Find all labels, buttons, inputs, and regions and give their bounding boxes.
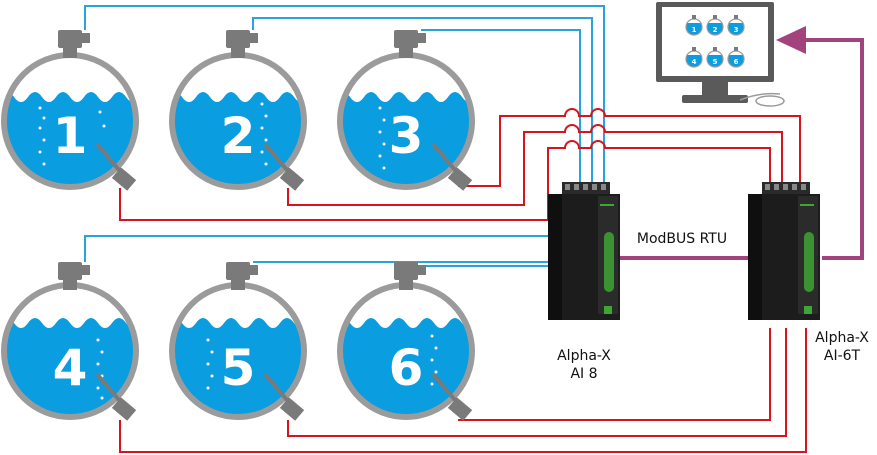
temperature-probe-icon xyxy=(431,372,473,421)
svg-text:5: 5 xyxy=(713,58,718,66)
tank-1[interactable]: 1 xyxy=(0,30,140,240)
bubbles xyxy=(96,338,104,400)
temperature-probe-icon xyxy=(263,142,305,191)
modbus-arrow-icon xyxy=(776,26,806,54)
module-label-line1: Alpha-X xyxy=(815,330,869,346)
din-rail-module-icon xyxy=(548,182,620,320)
level-transmitter-icon xyxy=(226,262,258,290)
thumbnail-tank-1: 1 xyxy=(685,15,703,36)
temperature-probe-icon xyxy=(95,372,137,421)
svg-text:1: 1 xyxy=(692,26,697,34)
temp-wire-tank-4 xyxy=(119,328,807,453)
tank-4[interactable]: 4 xyxy=(0,262,140,455)
svg-text:3: 3 xyxy=(734,26,739,34)
monitor-thumbnails: 1 2 3 4 xyxy=(685,15,745,68)
module-label-line2: AI 8 xyxy=(570,366,597,382)
svg-text:4: 4 xyxy=(692,58,697,66)
tank-label: 4 xyxy=(53,339,88,397)
bubbles xyxy=(260,102,268,166)
mouse-icon xyxy=(739,92,785,107)
temp-wire-tank-3 xyxy=(458,108,801,192)
tank-label: 6 xyxy=(389,339,424,397)
bubbles xyxy=(206,338,214,390)
thumbnail-tank-3: 3 xyxy=(727,15,745,36)
level-transmitter-icon xyxy=(394,30,426,58)
thumbnail-tank-4: 4 xyxy=(685,47,703,68)
level-wire-tank-1 xyxy=(84,5,605,192)
module-alpha-x-ai8[interactable]: Alpha-X AI 8 xyxy=(548,182,620,382)
level-transmitter-icon xyxy=(394,262,426,290)
module-alpha-x-ai6t[interactable]: Alpha-X AI-6T xyxy=(748,182,869,364)
computer-monitor-icon[interactable]: 1 2 3 4 xyxy=(656,2,785,107)
level-wire-tank-3 xyxy=(421,29,581,192)
tank-label: 3 xyxy=(389,107,424,165)
tank-label: 5 xyxy=(221,339,256,397)
bubbles xyxy=(430,334,438,386)
bubbles xyxy=(378,106,386,170)
module-label-line2: AI-6T xyxy=(824,348,861,364)
tank-5[interactable]: 5 xyxy=(168,262,308,455)
level-transmitter-icon xyxy=(226,30,258,58)
modbus-label: ModBUS RTU xyxy=(637,231,727,247)
temp-wire-tank-2 xyxy=(287,124,783,206)
temperature-probe-icon xyxy=(431,142,473,191)
tank-label: 2 xyxy=(221,107,256,165)
temperature-probe-icon xyxy=(95,142,137,191)
temp-wire-tank-6 xyxy=(458,328,771,421)
temp-wire-tank-1 xyxy=(119,140,771,221)
thumbnail-tank-5: 5 xyxy=(706,47,724,68)
modbus-wires xyxy=(620,38,864,260)
temperature-probe-icon xyxy=(263,372,305,421)
level-transmitter-icon xyxy=(58,30,90,58)
level-wire-tank-4 xyxy=(84,235,550,262)
modbus-to-pc xyxy=(800,38,864,260)
thumbnail-tank-6: 6 xyxy=(727,47,745,68)
temp-wire-tank-5 xyxy=(287,328,787,437)
level-transmitter-icon xyxy=(58,262,90,290)
bubbles xyxy=(38,106,106,166)
tank-label: 1 xyxy=(53,107,88,165)
tank-3[interactable]: 3 xyxy=(336,30,476,240)
thumbnail-tank-2: 2 xyxy=(706,15,724,36)
level-wire-tank-2 xyxy=(252,17,593,192)
tank-2[interactable]: 2 xyxy=(168,30,308,240)
svg-text:6: 6 xyxy=(734,58,739,66)
module-label-line1: Alpha-X xyxy=(557,348,611,364)
svg-text:2: 2 xyxy=(713,26,718,34)
temperature-signal-wires xyxy=(119,108,807,453)
din-rail-module-icon xyxy=(748,182,820,320)
tank-6[interactable]: 6 xyxy=(336,262,476,455)
